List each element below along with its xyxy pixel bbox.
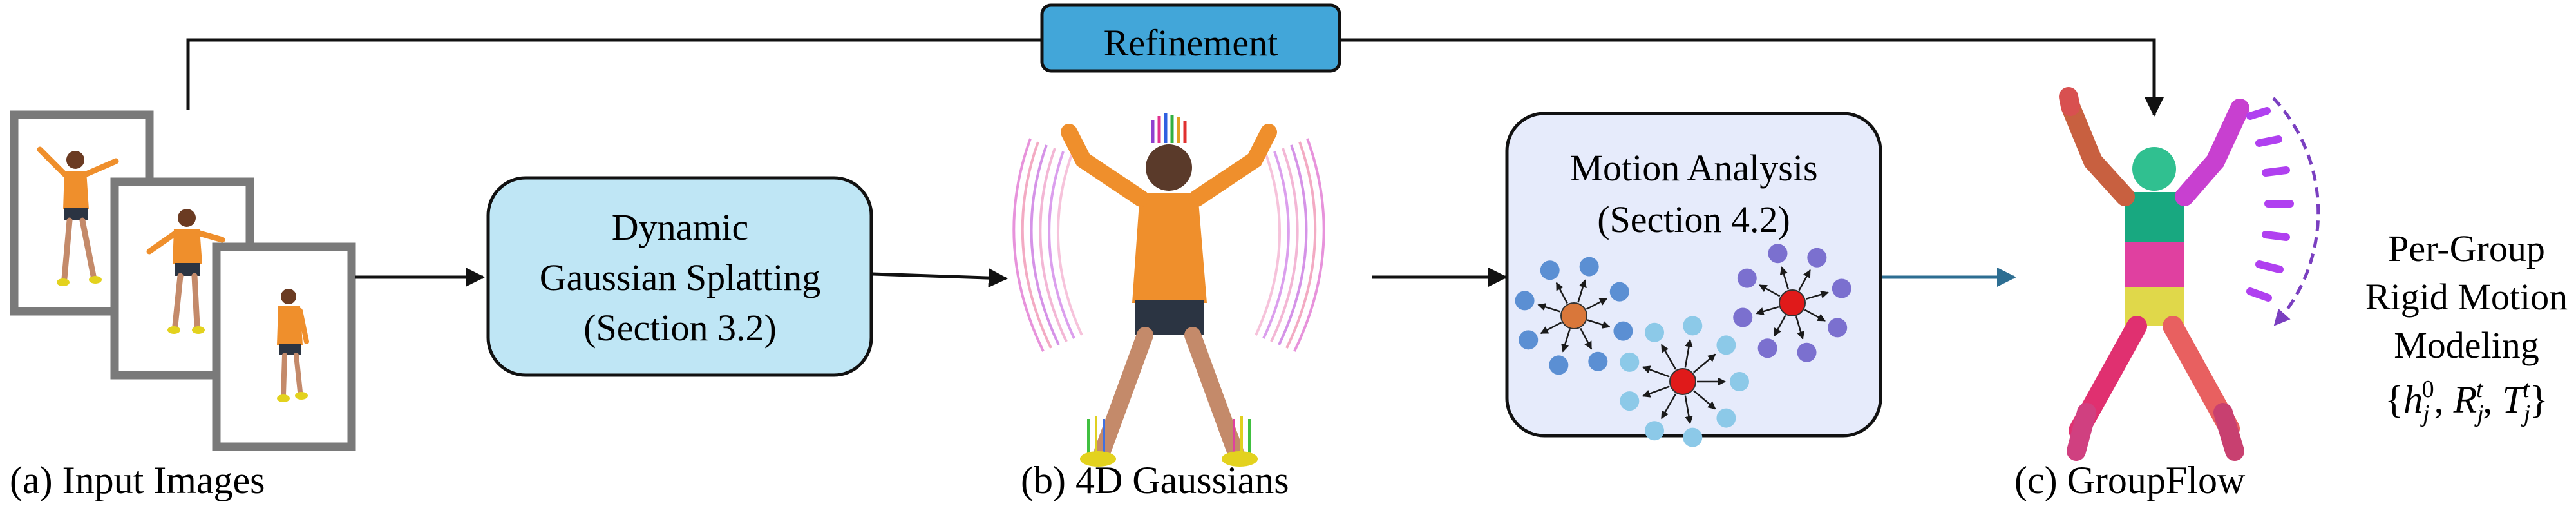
cluster-leaf-node <box>1733 307 1753 327</box>
refinement-label: Refinement <box>1104 22 1278 64</box>
cluster-leaf-node <box>1737 268 1757 288</box>
cluster-leaf-node <box>1807 248 1827 268</box>
cluster-center-node <box>1560 302 1587 329</box>
cluster-edge <box>1540 322 1562 335</box>
cluster-edge <box>1798 269 1811 291</box>
cluster-edge <box>1555 282 1568 304</box>
cluster-leaf-node <box>1828 318 1848 338</box>
rotation-arc-arrow <box>2272 97 2320 326</box>
cluster-leaf-node <box>1716 408 1736 428</box>
splatting-line-2: Gaussian Splatting <box>540 257 821 298</box>
cluster-edge <box>1805 290 1829 300</box>
cluster-edge <box>1756 306 1779 316</box>
motion-clusters <box>1515 244 1852 447</box>
cluster-edge <box>1660 344 1677 370</box>
cluster-edge <box>1587 319 1611 329</box>
cluster-leaf-node <box>1609 282 1629 302</box>
dancer-figure-1 <box>37 146 119 286</box>
caption-input-images: (a) Input Images <box>10 459 265 501</box>
cluster-middle <box>1620 316 1749 447</box>
cluster-leaf-node <box>1519 330 1539 350</box>
cluster-leaf-node <box>1515 291 1535 311</box>
cluster-edge <box>1684 395 1693 425</box>
splatting-box <box>486 176 873 377</box>
splatting-line-3: (Section 3.2) <box>583 307 777 349</box>
cluster-leaf-node <box>1613 321 1633 341</box>
motion-line-1: Motion Analysis <box>1569 147 1817 189</box>
caption-4d-gaussians: (b) 4D Gaussians <box>1021 459 1289 501</box>
dancer-figure-3 <box>277 289 309 402</box>
cluster-edge <box>1577 279 1587 303</box>
cluster-leaf-node <box>1757 338 1777 358</box>
input-frames <box>10 110 356 451</box>
cluster-leaf-node <box>1620 391 1640 411</box>
cluster-edge <box>1795 316 1805 340</box>
cluster-leaf-node <box>1549 355 1569 375</box>
cluster-leaf-node <box>1645 421 1664 441</box>
motion-line-2: (Section 4.2) <box>1597 199 1790 240</box>
cluster-edge <box>1561 329 1571 353</box>
cluster-leaf-node <box>1588 351 1608 371</box>
cluster-edge <box>1537 303 1561 313</box>
cluster-leaf-node <box>1832 278 1852 298</box>
cluster-edge <box>1580 327 1593 350</box>
motion-trails-right <box>1255 138 1325 352</box>
cluster-leaf-node <box>1716 335 1736 355</box>
cluster-edge <box>1693 390 1716 410</box>
refinement-box <box>1040 3 1341 73</box>
cluster-left <box>1515 257 1633 375</box>
cluster-leaf-node <box>1797 342 1817 362</box>
cluster-edge <box>1779 266 1790 290</box>
cluster-edge <box>1642 385 1670 398</box>
motion-strokes <box>2246 107 2294 302</box>
cluster-edge <box>1804 309 1826 322</box>
dancer-figure-2 <box>146 209 225 334</box>
cluster-leaf-node <box>1579 257 1599 277</box>
cluster-edge <box>1759 284 1781 297</box>
cluster-leaf-node <box>1645 322 1664 342</box>
cluster-leaf-node <box>1730 372 1749 391</box>
cluster-edge <box>1693 353 1716 373</box>
parameter-formula: {hj0, Rjt, Tjt} <box>2385 376 2548 427</box>
per-group-line-1: Per-Group <box>2388 228 2545 269</box>
per-group-line-3: Modeling <box>2394 324 2539 366</box>
cluster-edge <box>1586 297 1608 310</box>
cluster-center-node <box>1669 368 1696 395</box>
cluster-leaf-node <box>1620 352 1640 372</box>
motion-trails-left <box>1012 138 1083 352</box>
cluster-leaf-node <box>1683 316 1703 336</box>
cluster-leaf-node <box>1540 260 1560 280</box>
motion-trails-head <box>1151 113 1187 143</box>
cluster-center-node <box>1779 289 1806 316</box>
arrow-splatting-to-gaussians <box>872 268 1008 288</box>
groupflow-figure <box>2059 87 2320 461</box>
splatting-line-1: Dynamic <box>612 206 749 248</box>
per-group-line-2: Rigid Motion <box>2365 276 2568 318</box>
cluster-edge <box>1660 393 1677 420</box>
cluster-leaf-node <box>1768 244 1788 264</box>
cluster-edge <box>1684 338 1693 368</box>
cluster-leaf-node <box>1683 427 1703 447</box>
gaussians-4d-figure <box>1012 113 1325 467</box>
cluster-right <box>1733 244 1852 362</box>
cluster-edge <box>1642 365 1670 378</box>
cluster-edge <box>1774 315 1786 336</box>
caption-groupflow: (c) GroupFlow <box>2014 459 2246 501</box>
